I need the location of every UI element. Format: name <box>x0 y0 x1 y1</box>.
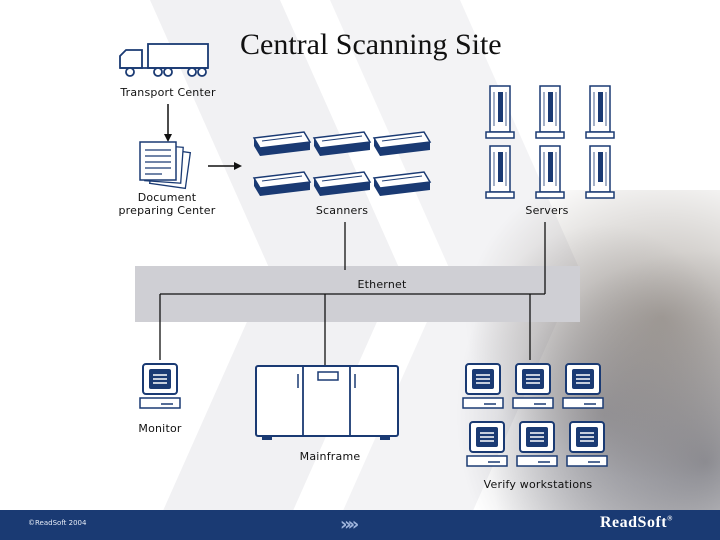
page-title: Central Scanning Site <box>240 28 502 61</box>
ethernet-lines <box>159 222 546 365</box>
server-icon <box>485 145 515 199</box>
truck-icon <box>119 43 209 77</box>
brand-text: ReadSoft <box>600 514 668 531</box>
scanner-icon <box>253 131 311 157</box>
monitor-label: Monitor <box>138 422 182 435</box>
server-icon <box>535 85 565 139</box>
scanner-icon <box>313 131 371 157</box>
arrow-document-to-scanners <box>208 162 242 170</box>
workstation-icon <box>566 421 608 467</box>
server-icon <box>585 85 615 139</box>
workstation-icon <box>562 363 604 409</box>
readsoft-logo: ReadSoft® <box>600 514 673 532</box>
scanner-icon <box>373 131 431 157</box>
server-icon <box>535 145 565 199</box>
chevron-logo-icon: »» <box>340 514 359 535</box>
servers-label: Servers <box>525 204 569 217</box>
server-icon <box>485 85 515 139</box>
verify-workstations-group <box>462 363 608 467</box>
mainframe-icon <box>255 365 399 440</box>
scanner-icon <box>253 171 311 197</box>
workstation-icon <box>512 363 554 409</box>
scanner-icon <box>313 171 371 197</box>
documents-icon <box>139 141 192 190</box>
scanner-icon <box>373 171 431 197</box>
server-icon <box>585 145 615 199</box>
workstation-icon <box>462 363 504 409</box>
copyright-text: ©ReadSoft 2004 <box>28 519 87 527</box>
servers-group <box>485 85 615 199</box>
ethernet-label: Ethernet <box>357 278 407 291</box>
registered-mark: ® <box>667 514 673 523</box>
monitor-icon <box>139 363 181 409</box>
document-center-label: Document preparing Center <box>118 191 216 217</box>
scanners-label: Scanners <box>315 204 369 217</box>
verify-workstations-label: Verify workstations <box>483 478 593 491</box>
workstation-icon <box>516 421 558 467</box>
arrow-transport-to-document <box>164 104 172 142</box>
transport-center-label: Transport Center <box>120 86 216 99</box>
workstation-icon <box>466 421 508 467</box>
footer-bar <box>0 510 720 540</box>
scanners-group <box>253 131 431 197</box>
mainframe-label: Mainframe <box>299 450 361 463</box>
